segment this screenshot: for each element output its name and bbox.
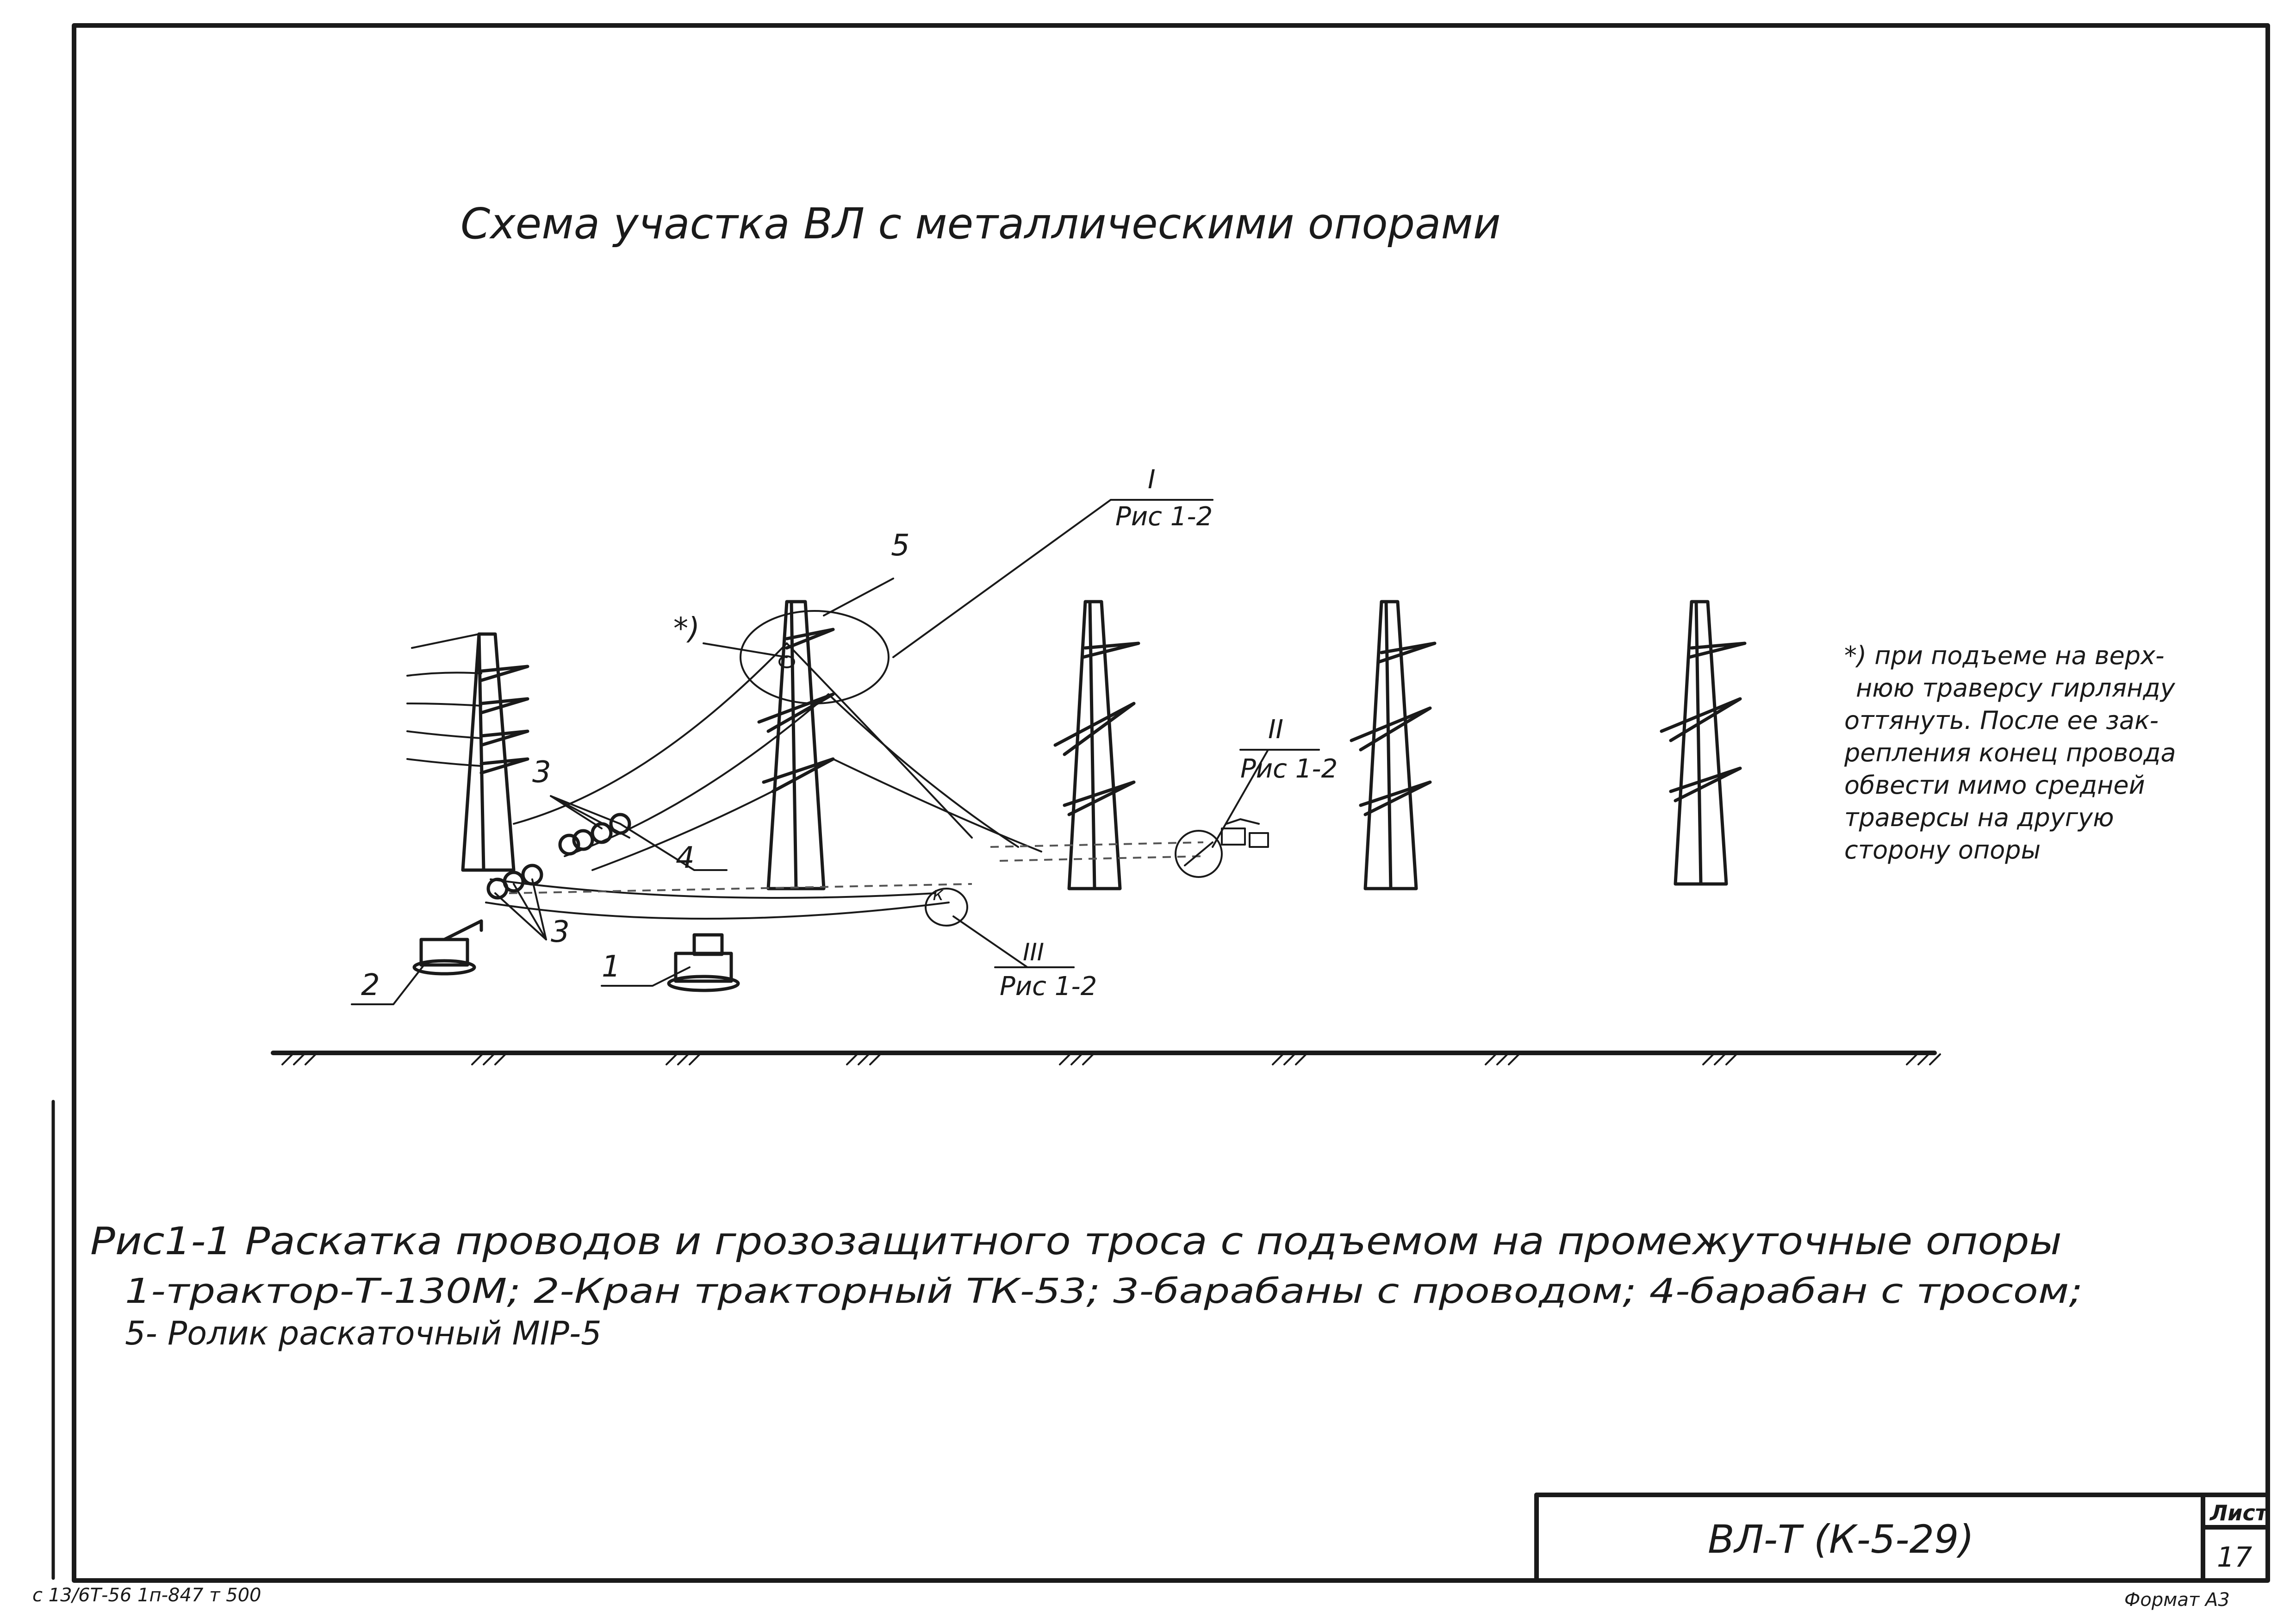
title-block-sheet-number: 17 [2217, 1541, 2252, 1574]
note-line: траверсы на другую [1844, 803, 2114, 832]
note-line: оттянуть. После ее зак- [1844, 706, 2159, 735]
title-block-sheet-label: Лист [2209, 1500, 2269, 1525]
tower-roller [757, 600, 835, 890]
caption-line-3: 5- Ролик раскаточный МIР-5 [125, 1314, 602, 1352]
leader-lines [351, 499, 1320, 1005]
note-line: репления конец провода [1844, 738, 2176, 767]
callout-drums-upper: 3 [532, 755, 551, 790]
callout-crane: 2 [361, 968, 380, 1002]
callout-asterisk: *) [673, 612, 700, 646]
tower-4 [1350, 600, 1437, 890]
callout-detail-2-ref: Рис 1-2 [1240, 754, 1338, 784]
callout-detail-1-numeral: I [1148, 465, 1156, 495]
callout-detail-1-ref: Рис 1-2 [1115, 502, 1213, 532]
cable-drums-lower [486, 864, 543, 900]
callout-detail-3-numeral: III [1023, 939, 1044, 966]
callout-drum-cable: 4 [676, 841, 695, 875]
sheet-frame [51, 23, 2270, 1583]
cable-drums-upper [558, 813, 631, 856]
callout-k-mark: к [933, 884, 944, 905]
anchor-wires [406, 633, 482, 767]
title-block [1534, 1493, 2270, 1583]
diagram-title: Схема участка ВЛ с металлическими опорам… [460, 199, 1501, 249]
note-line: сторону опоры [1844, 835, 2041, 865]
detail-3-circle [925, 888, 968, 927]
margin-note-bottom-left: с 13/6Т-56 1п-847 т 500 [32, 1585, 261, 1606]
tower-5 [1660, 600, 1747, 886]
wire-tails [509, 841, 1204, 894]
ground-line [271, 1051, 1941, 1065]
figure-caption: Рис1-1 Раскатка проводов и грозозащитног… [90, 1220, 2083, 1352]
callout-tractor: 1 [602, 950, 621, 984]
crane-tk53 [412, 919, 483, 976]
callout-detail-2-numeral: II [1268, 715, 1283, 745]
note-line: *) при подъеме на верх- [1844, 641, 2165, 670]
caption-line-1: Рис1-1 Раскатка проводов и грозозащитног… [90, 1220, 2062, 1263]
roller-circle [740, 610, 890, 704]
tower-3 [1053, 600, 1140, 890]
callout-detail-3-ref: Рис 1-2 [1000, 971, 1097, 1002]
strung-wires [485, 642, 1042, 920]
callout-underlines [994, 499, 1320, 968]
title-block-designation: ВЛ-Т (К-5-29) [1708, 1517, 1974, 1562]
note-line: обвести мимо средней [1844, 771, 2145, 800]
margin-note-bottom-right: Формат А3 [2124, 1589, 2230, 1611]
caption-line-2: 1-трактор-Т-130М; 2-Кран тракторный ТК-5… [125, 1271, 2083, 1311]
callout-drums-lower: 3 [551, 915, 570, 949]
note-line: нюю траверсу гирлянду [1856, 673, 2176, 703]
tractor-t130m [667, 933, 740, 992]
detail-2-equipment [1175, 818, 1269, 878]
tower-anchor [461, 632, 529, 872]
note-block: *) при подъеме на верх- нюю траверсу гир… [1844, 641, 2176, 865]
callout-roller: 5 [891, 529, 910, 563]
